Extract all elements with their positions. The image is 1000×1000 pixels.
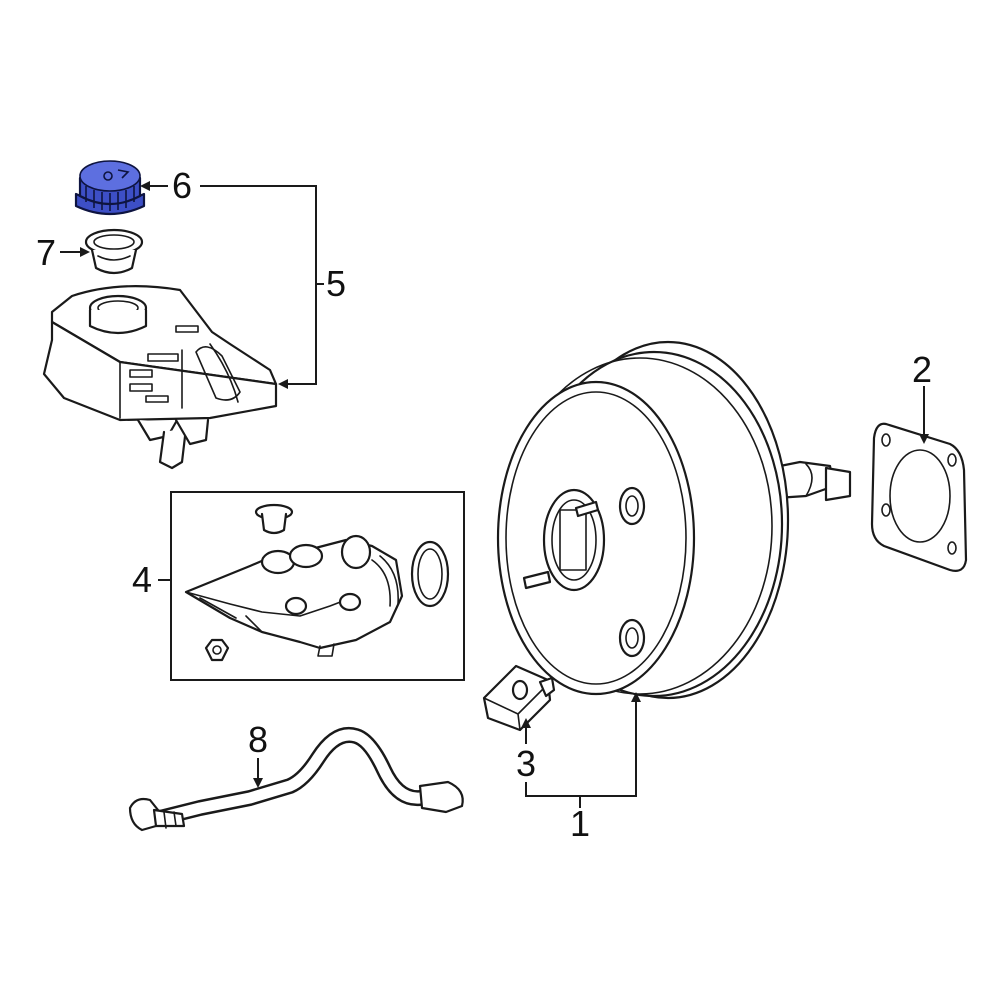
nut <box>204 638 230 662</box>
part-4-master-cylinder-box[interactable] <box>170 491 465 681</box>
callout-6[interactable]: 6 <box>172 165 192 206</box>
part-6-reservoir-cap[interactable] <box>74 160 146 216</box>
leader-lines <box>60 181 929 808</box>
part-8-vacuum-hose[interactable] <box>128 727 464 832</box>
callout-5[interactable]: 5 <box>326 263 346 304</box>
plug <box>254 503 294 535</box>
part-5-reservoir[interactable] <box>42 285 278 470</box>
callout-3[interactable]: 3 <box>516 743 536 784</box>
part-7-strainer[interactable] <box>84 228 144 275</box>
part-1-brake-booster[interactable] <box>496 340 852 700</box>
part-2-gasket[interactable] <box>870 422 968 572</box>
part-3-sensor[interactable] <box>482 664 556 732</box>
callout-1[interactable]: 1 <box>570 803 590 844</box>
callout-labels: 6 7 5 4 2 3 1 8 <box>36 165 932 844</box>
master-cylinder-body <box>184 534 404 657</box>
callout-7[interactable]: 7 <box>36 232 56 273</box>
o-ring <box>410 540 450 608</box>
callout-2[interactable]: 2 <box>912 349 932 390</box>
callout-8[interactable]: 8 <box>248 719 268 760</box>
callout-4[interactable]: 4 <box>132 559 152 600</box>
